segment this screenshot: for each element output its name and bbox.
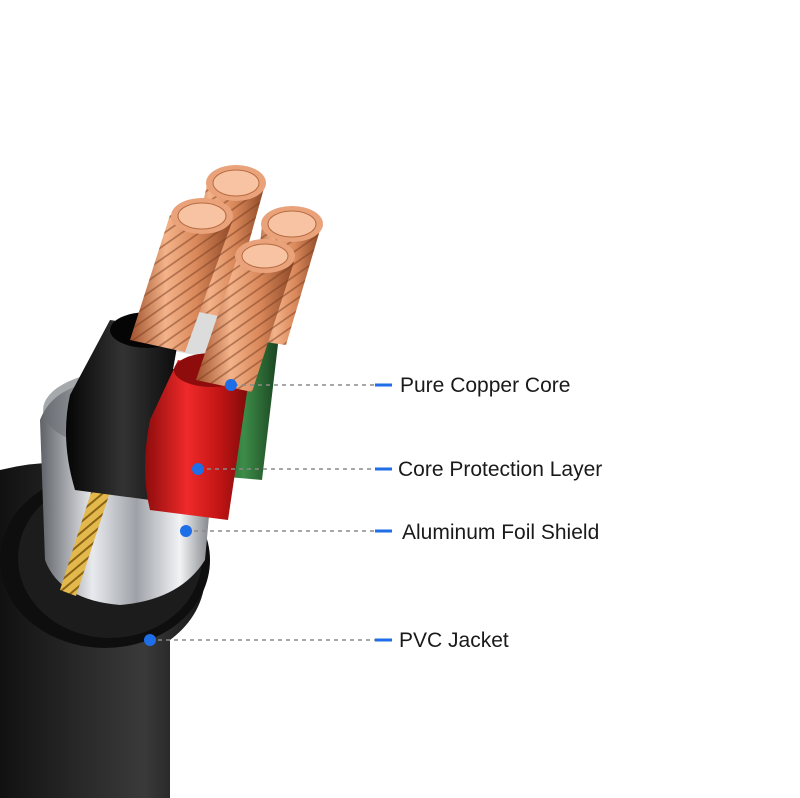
label-core-protection-layer: Core Protection Layer	[398, 458, 603, 481]
leader-lines	[150, 384, 376, 641]
label-pure-copper-core: Pure Copper Core	[400, 374, 571, 397]
red-conductor	[145, 239, 295, 520]
marker-dot-protection	[192, 463, 204, 475]
marker-dot-pvc	[144, 634, 156, 646]
label-pvc-jacket: PVC Jacket	[399, 629, 509, 652]
leader-ends	[375, 383, 392, 642]
drain-wire-shape	[60, 480, 112, 596]
marker-dots	[144, 379, 237, 646]
marker-dot-foil	[180, 525, 192, 537]
marker-dot-copper	[225, 379, 237, 391]
label-aluminum-foil-shield: Aluminum Foil Shield	[402, 521, 600, 544]
